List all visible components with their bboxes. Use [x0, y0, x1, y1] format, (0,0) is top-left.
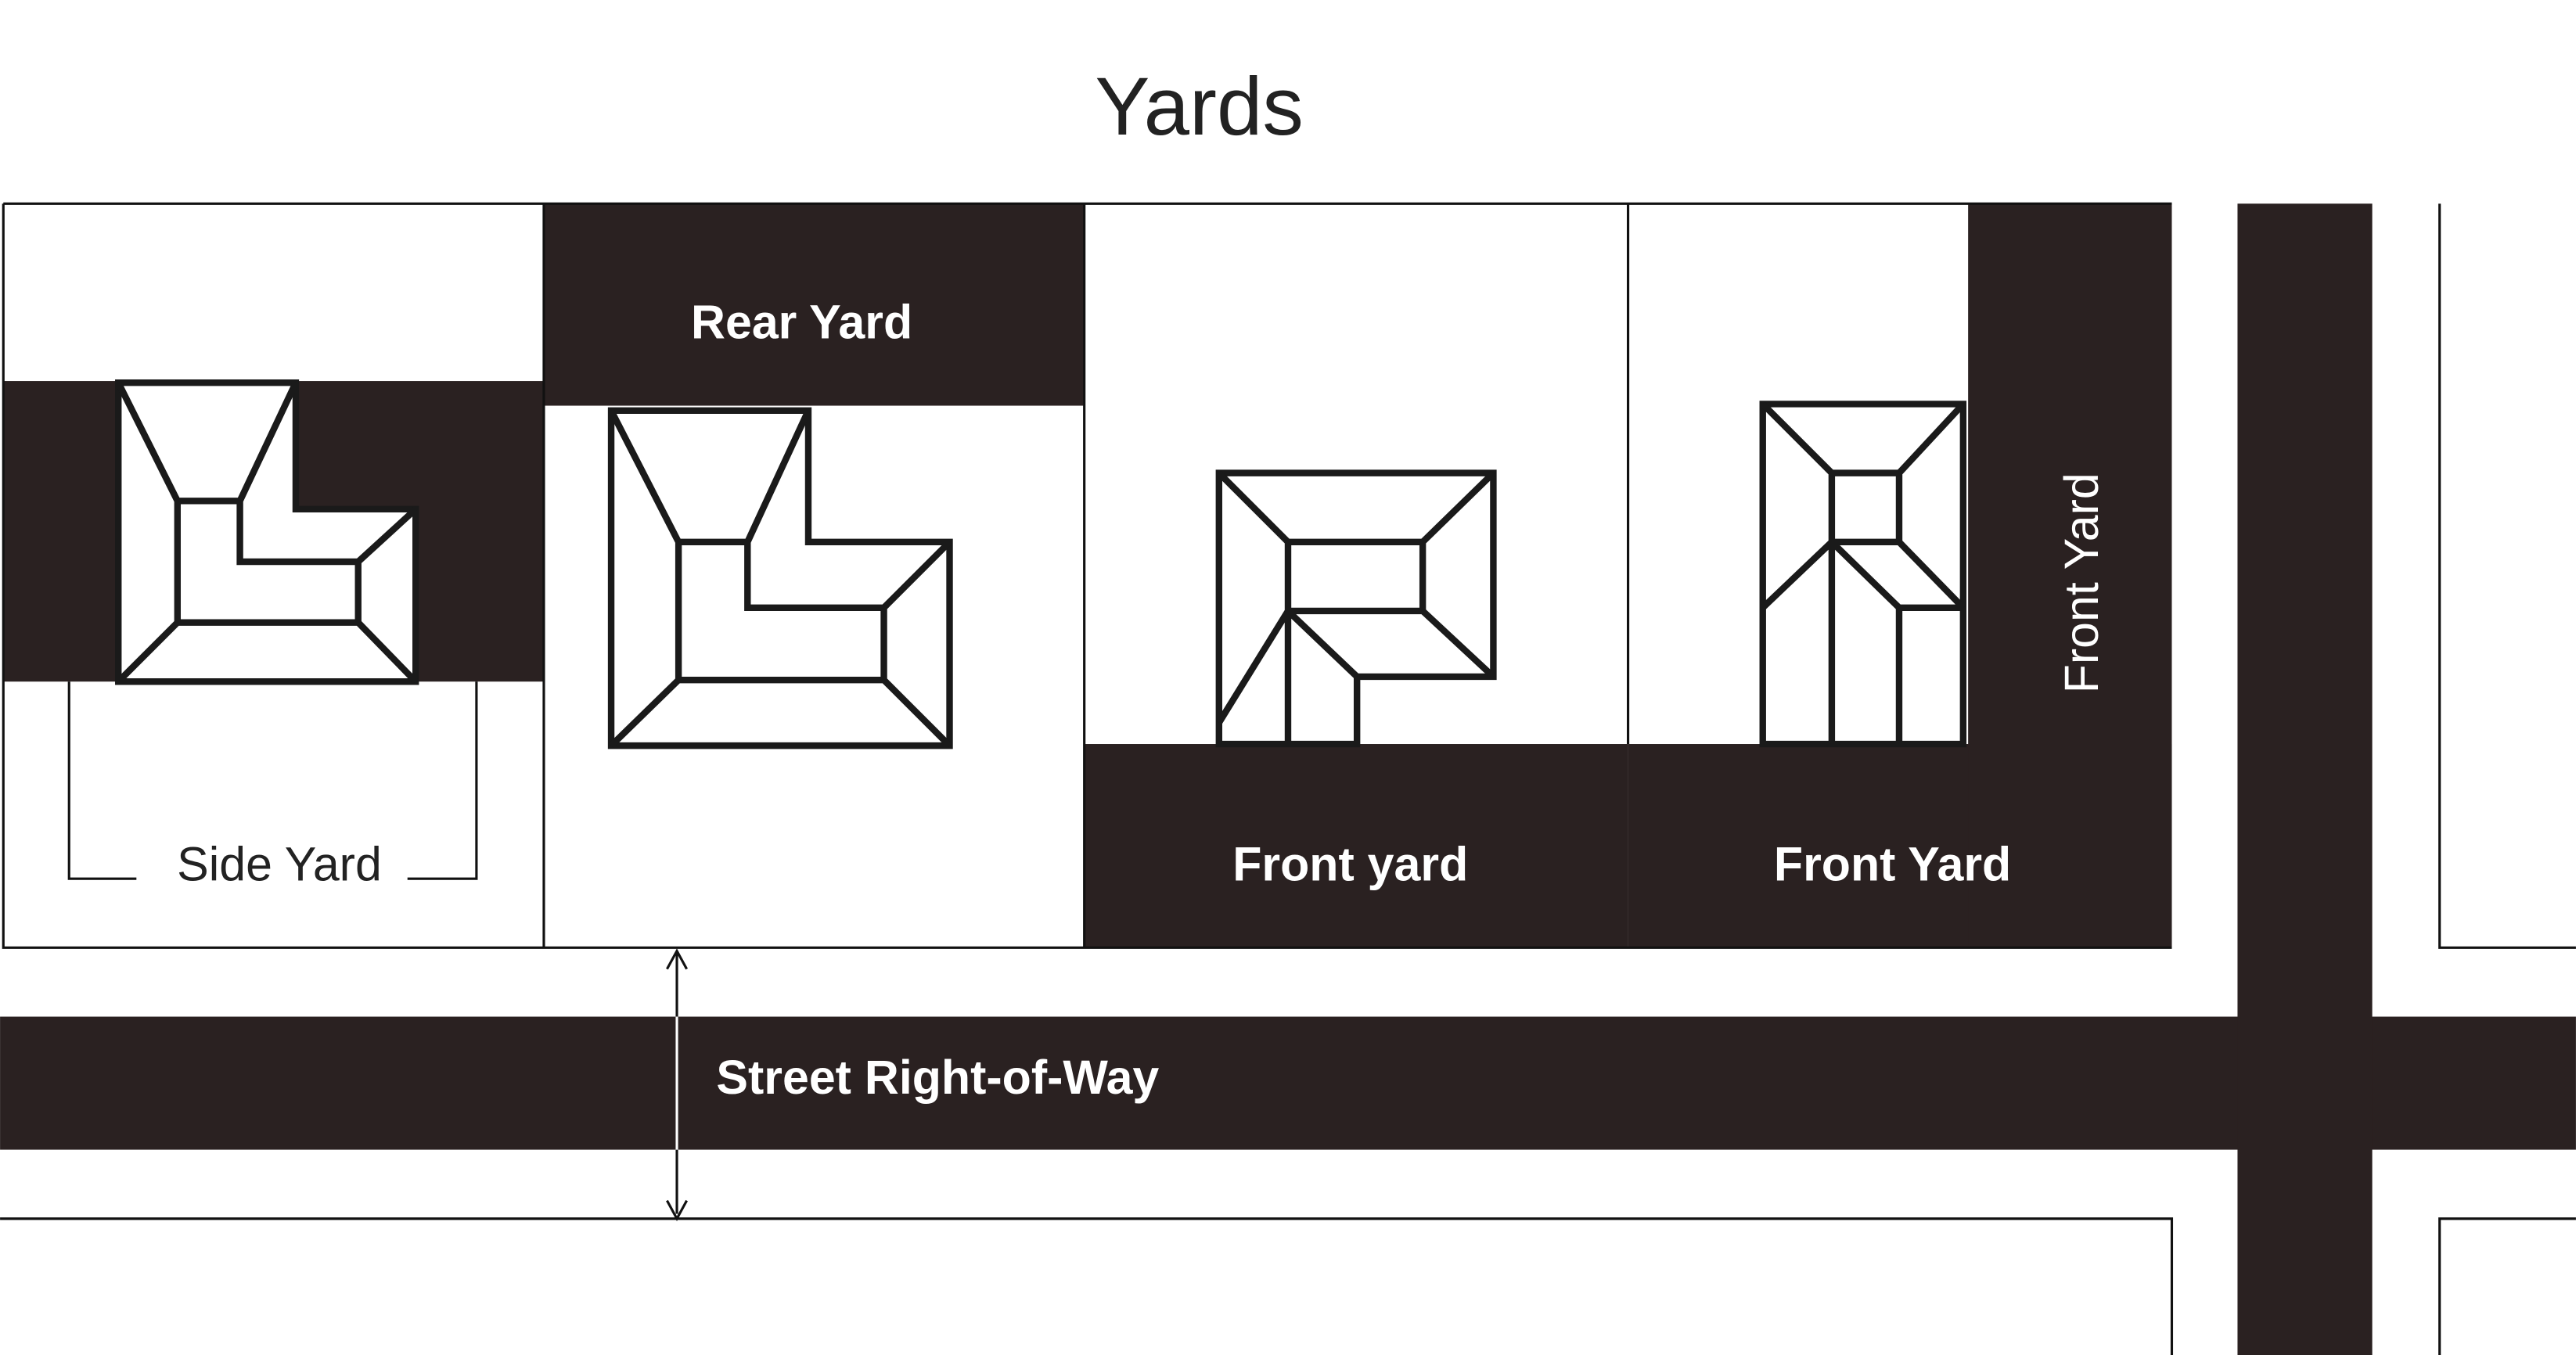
lot-lines — [0, 202, 2576, 1355]
right-of-way-dimension-arrow — [666, 948, 689, 1222]
yard-areas — [0, 203, 2576, 1355]
street-horizontal — [0, 1016, 2576, 1150]
front-yard-label-vertical: Front Yard — [2055, 473, 2108, 693]
front-yard-area-corner — [1968, 203, 2172, 948]
front-yard-area-lot3 — [1084, 744, 1628, 948]
side-yard-label: Side Yard — [177, 837, 382, 890]
house-1 — [115, 379, 419, 685]
street-vertical — [2237, 203, 2373, 1355]
house-2 — [607, 407, 953, 749]
front-yard-label-lot3: Front yard — [1232, 837, 1468, 890]
house-3 — [1215, 469, 1497, 748]
rear-yard-label: Rear Yard — [691, 295, 912, 348]
street-right-of-way-label: Street Right-of-Way — [716, 1051, 1159, 1104]
rear-yard-area — [543, 203, 1085, 406]
house-4 — [1759, 401, 1967, 748]
diagram-title: Yards — [1095, 61, 1303, 153]
front-yard-label-lot4: Front Yard — [1774, 837, 2011, 890]
